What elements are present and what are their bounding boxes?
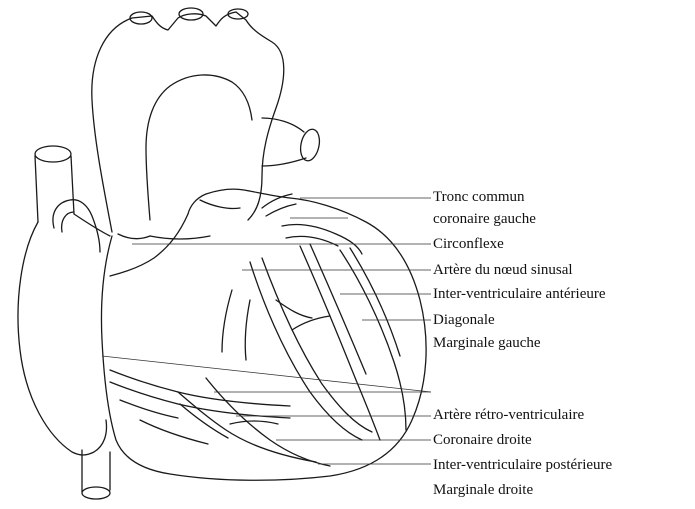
diagonal-artery [300, 244, 380, 440]
left-coronary-arteries [262, 194, 362, 254]
lad-artery [250, 258, 372, 440]
label-tronc-commun: Tronc commun [433, 188, 525, 206]
label-coronaire-droite: Coronaire droite [433, 431, 532, 449]
label-inter-ventriculaire-anterieure: Inter-ventriculaire antérieure [433, 285, 606, 303]
label-marginale-droite: Marginale droite [433, 481, 533, 499]
label-diagonale: Diagonale [433, 311, 495, 329]
aorta-outline [92, 8, 284, 232]
ventricle-outline [101, 198, 426, 480]
pulmonary-artery [262, 118, 322, 166]
left-marginal-artery [340, 248, 406, 430]
leader-lines [102, 198, 431, 464]
label-marginale-gauche: Marginale gauche [433, 334, 541, 352]
inferior-vena-cava [82, 450, 110, 499]
posterior-arteries [120, 378, 330, 466]
label-circonflexe: Circonflexe [433, 235, 504, 253]
label-coronaire-gauche: coronaire gauche [433, 210, 536, 228]
label-artere-retro-ventriculaire: Artère rétro-ventriculaire [433, 406, 584, 424]
right-atrium-outline [18, 222, 106, 455]
label-inter-ventriculaire-posterieure: Inter-ventriculaire postérieure [433, 456, 612, 474]
label-artere-noeud-sinusal: Artère du nœud sinusal [433, 261, 573, 279]
sinus-node-artery [150, 236, 210, 239]
